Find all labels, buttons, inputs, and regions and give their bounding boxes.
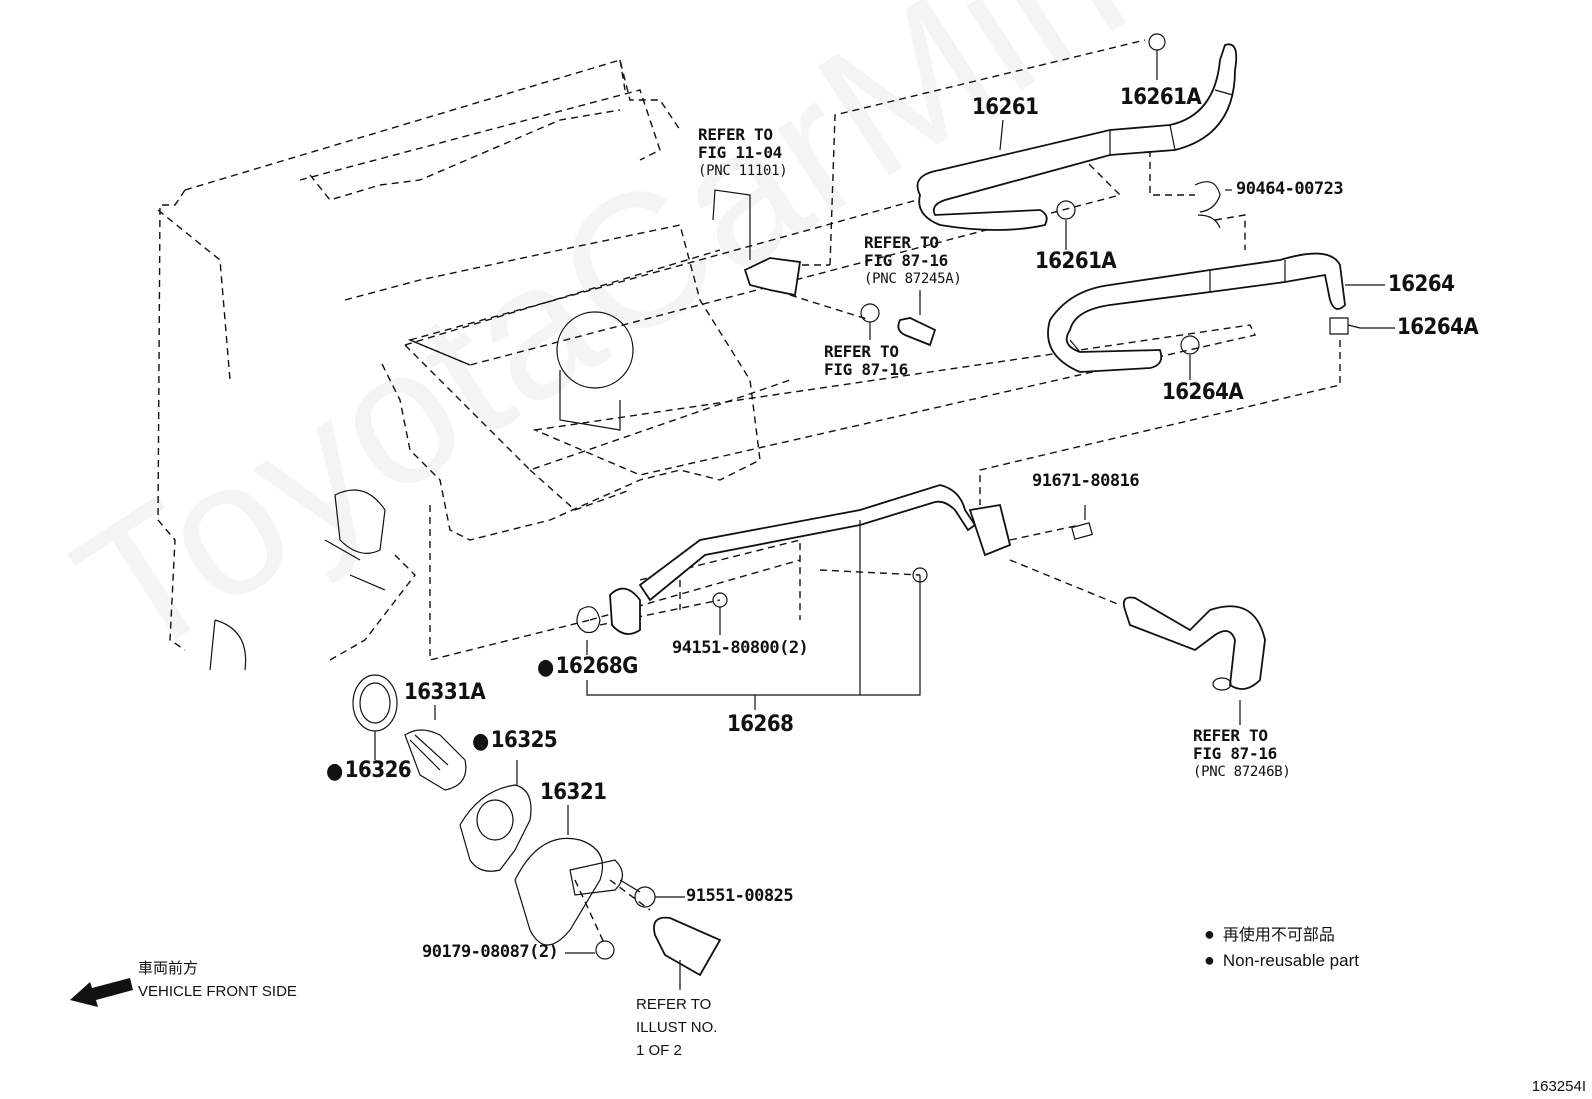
assembly-lines [407, 39, 1341, 946]
part-label-16331a[interactable]: 16331A [404, 680, 486, 705]
part-label-16321[interactable]: 16321 [540, 780, 607, 805]
vehicle-front-arrow-icon [70, 978, 133, 1007]
thermostat-group [352, 674, 722, 977]
small-pipes [743, 257, 937, 347]
clamps [595, 33, 1361, 960]
engine-block-outline [157, 59, 801, 671]
ref-pnc: (PNC 11101) [698, 163, 788, 179]
part-label-16268[interactable]: 16268 [727, 712, 794, 737]
part-label-16264a[interactable]: 16264A [1397, 315, 1479, 340]
part-label-16261a[interactable]: 16261A [1035, 249, 1117, 274]
ref-line: REFER TO [698, 125, 773, 144]
part-label-94151-80800[interactable]: 94151-80800(2) [672, 638, 809, 658]
part-label-16261[interactable]: 16261 [972, 95, 1039, 120]
ref-line: FIG 11-04 [698, 143, 782, 162]
ref-line: FIG 87-16 [864, 251, 948, 270]
lower-hose [1122, 596, 1266, 691]
figure-number: 163254I [1531, 1078, 1586, 1095]
leader-lines [374, 50, 1395, 990]
part-label-16268g[interactable]: 16268G [537, 656, 639, 679]
ref-pnc: (PNC 87246B) [1193, 764, 1291, 780]
hose-16264 [1047, 252, 1346, 373]
ref-pnc: (PNC 87245A) [864, 271, 962, 287]
ref-line: REFER TO [1193, 726, 1268, 745]
ref-illust-1-of-2: REFER TO ILLUST NO. 1 OF 2 [636, 993, 717, 1062]
hose-16261 [916, 43, 1238, 231]
part-label-16264a[interactable]: 16264A [1162, 380, 1244, 405]
part-label-91551-00825[interactable]: 91551-00825 [686, 886, 794, 906]
part-label-16261a[interactable]: 16261A [1120, 85, 1202, 110]
legend-non-reusable-en: Non-reusable part [1204, 949, 1359, 972]
part-label-16325[interactable]: 16325 [472, 730, 558, 753]
ref-line: ILLUST NO. [636, 1019, 718, 1036]
legend-non-reusable-jp: 再使用不可部品 [1204, 923, 1335, 947]
pipe-16268 [576, 484, 1012, 635]
ref-line: 1 OF 2 [636, 1042, 682, 1059]
ref-line: FIG 87-16 [824, 360, 908, 379]
part-label-16326[interactable]: 16326 [326, 760, 412, 783]
ref-line: FIG 87-16 [1193, 744, 1277, 763]
part-label-90464-00723[interactable]: 90464-00723 [1236, 179, 1344, 199]
part-label-91671-80816[interactable]: 91671-80816 [1032, 471, 1140, 491]
ref-line: REFER TO [864, 233, 939, 252]
ref-line: REFER TO [824, 342, 899, 361]
part-label-16264[interactable]: 16264 [1388, 272, 1455, 297]
vehicle-front-en: VEHICLE FRONT SIDE [138, 983, 297, 1000]
ref-line: REFER TO [636, 996, 712, 1013]
part-label-90179-08087[interactable]: 90179-08087(2) [422, 942, 559, 962]
vehicle-front-jp: 車両前方 [138, 960, 199, 977]
